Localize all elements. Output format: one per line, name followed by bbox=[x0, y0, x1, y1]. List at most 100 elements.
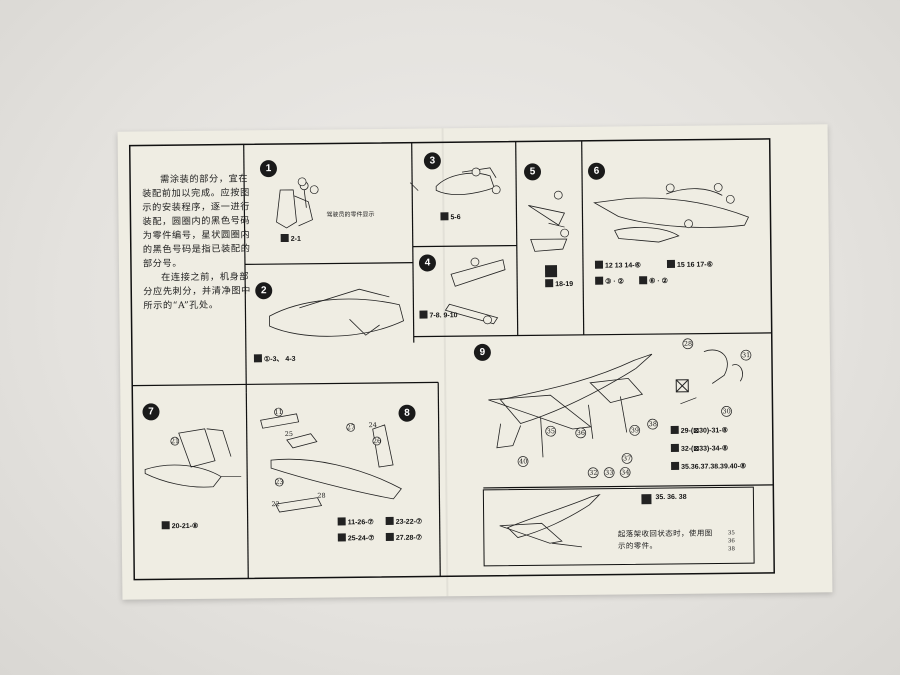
aircraft-drawing bbox=[488, 349, 743, 458]
step-9-code-3: 35.36.37.38.39.40-⑧ bbox=[671, 461, 746, 471]
step-3-code-text: 5-6 bbox=[450, 214, 461, 222]
assembly-icon bbox=[253, 354, 262, 363]
assembly-icon bbox=[595, 276, 604, 285]
outer-border bbox=[128, 138, 775, 581]
step-8-code-1-text: 11-26-⑦ bbox=[347, 519, 374, 527]
grid-lines bbox=[132, 140, 774, 579]
part-label-39: 39 bbox=[630, 426, 640, 435]
gear-panel-icon bbox=[641, 494, 652, 505]
step-8-code-4: 27.28-⑦ bbox=[385, 532, 423, 542]
step-7-code: 20-21-⑧ bbox=[161, 521, 199, 531]
nose-drawing bbox=[528, 205, 568, 252]
nose-half-drawing bbox=[144, 428, 232, 488]
part-label-31: 31 bbox=[741, 351, 751, 360]
crossed-box bbox=[675, 379, 689, 393]
part-label-21: 21 bbox=[170, 437, 180, 446]
part-label-33: 33 bbox=[605, 468, 614, 477]
intake-drawing bbox=[435, 167, 497, 196]
step-number-2: 2 bbox=[255, 282, 273, 300]
step-9-code-3-text: 35.36.37.38.39.40-⑧ bbox=[681, 463, 747, 471]
rear-fuselage-drawing bbox=[260, 413, 402, 513]
assembly-icon bbox=[337, 533, 346, 542]
step-number-6: 6 bbox=[587, 162, 606, 180]
step-8-code-3: 25-24-⑦ bbox=[337, 533, 375, 543]
assembly-arrows bbox=[221, 182, 697, 478]
fuselage-assembly-drawing bbox=[593, 188, 750, 243]
part-label-37: 37 bbox=[622, 454, 632, 463]
arrow-up-box bbox=[544, 265, 558, 278]
part-label-24: 24 bbox=[368, 421, 377, 430]
step-2-code: ①-3、 4-3 bbox=[253, 354, 296, 364]
step-9-code-2-text: 32-(⊠33)-34-⑧ bbox=[680, 445, 729, 453]
step-number-1: 1 bbox=[259, 160, 278, 178]
step-8-code-2-text: 23-22-⑦ bbox=[395, 518, 423, 526]
part-label-38: 38 bbox=[648, 420, 657, 429]
step-9-code-1: 29-(⊠30)-31-⑧ bbox=[670, 425, 728, 435]
step-1-code: 2-1 bbox=[280, 233, 301, 243]
step-8-code-2: 23-22-⑦ bbox=[385, 516, 423, 526]
part-label-25: 25 bbox=[284, 429, 294, 438]
instruction-sheet: 需涂装的部分，宜在装配前加以完成。应按图示的安装程序，逐一进行装配，圆圈内的黑色… bbox=[117, 124, 833, 600]
seat-drawing bbox=[276, 181, 313, 229]
part-label-30: 30 bbox=[722, 407, 731, 416]
gear-panel-aircraft-drawing bbox=[499, 493, 601, 548]
step-8-code-3-text: 25-24-⑦ bbox=[347, 535, 375, 543]
gear-panel-box bbox=[482, 486, 755, 567]
step-6-code-2-text: 15 16 17-⑥ bbox=[676, 261, 713, 269]
part-label-23: 23 bbox=[275, 478, 284, 487]
step-1-note: 驾驶员的零件显示 bbox=[326, 211, 375, 219]
assembly-icon bbox=[594, 260, 604, 269]
part-label-22: 22 bbox=[271, 500, 280, 509]
part-label-28: 28 bbox=[683, 339, 693, 348]
part-label-32: 32 bbox=[589, 468, 598, 477]
step-6-code-3: ③ · ② bbox=[595, 276, 624, 286]
part-label-40: 40 bbox=[519, 457, 528, 466]
assembly-icon bbox=[639, 276, 648, 285]
assembly-icon bbox=[337, 517, 346, 526]
gear-panel-note: 起落架收回状态时，使用图示的零件。 bbox=[617, 528, 713, 551]
part-label-11: 11 bbox=[274, 408, 283, 417]
assembly-icon bbox=[666, 259, 676, 268]
part-label-35: 35 bbox=[546, 427, 556, 436]
sheet-artwork bbox=[128, 138, 775, 581]
assembly-icon bbox=[385, 532, 394, 541]
step-7-code-text: 20-21-⑧ bbox=[171, 522, 199, 531]
step-6-code-2: 15 16 17-⑥ bbox=[666, 259, 713, 269]
assembly-icon bbox=[385, 516, 394, 525]
assembly-icon bbox=[280, 233, 289, 243]
part-label-26: 26 bbox=[372, 436, 382, 446]
step-6-code-4: ⑥ · ② bbox=[639, 276, 668, 285]
step-6-code-3-text: ③ · ② bbox=[605, 278, 624, 286]
part-label-27: 27 bbox=[346, 423, 355, 432]
step-5-code-text: 18-19 bbox=[555, 280, 574, 289]
step-number-9: 9 bbox=[473, 343, 491, 362]
step-9-code-1-text: 29-(⊠30)-31-⑧ bbox=[680, 427, 728, 435]
step-4-code-text: 7-8. 9-10 bbox=[429, 312, 458, 320]
step-number-5: 5 bbox=[523, 163, 542, 181]
step-6-code-1: 12 13 14-⑥ bbox=[594, 260, 641, 270]
step-number-8: 8 bbox=[398, 404, 416, 422]
fuselage-half-drawing bbox=[269, 288, 405, 337]
gear-panel-code: 35. 36. 38 bbox=[655, 494, 686, 501]
assembly-icon bbox=[545, 279, 554, 288]
assembly-icon bbox=[671, 461, 680, 470]
step-8-code-4-text: 27.28-⑦ bbox=[395, 534, 423, 542]
step-number-7: 7 bbox=[142, 403, 160, 421]
assembly-icon bbox=[161, 521, 170, 530]
intro-text: 需涂装的部分，宜在装配前加以完成。应按图示的安装程序，逐一进行装配，圆圈内的黑色… bbox=[142, 172, 257, 313]
part-label-34: 34 bbox=[621, 468, 630, 477]
step-number-4: 4 bbox=[418, 254, 437, 272]
step-4-code: 7-8. 9-10 bbox=[419, 310, 458, 320]
gear-panel-side-numbers: 35 36 38 bbox=[727, 530, 736, 553]
assembly-icon bbox=[440, 212, 449, 221]
part-label-28-step8: 28 bbox=[317, 491, 326, 500]
gear-panel-code-text: 35. 36. 38 bbox=[655, 493, 687, 502]
step-2-code-text: ①-3、 4-3 bbox=[263, 355, 296, 364]
intro-paragraph-2: 在连接之前，机身部分应先刺分，并清净图中所示的“A”孔处。 bbox=[143, 271, 251, 312]
step-1-code-text: 2-1 bbox=[290, 235, 301, 243]
step-6-code-1-text: 12 13 14-⑥ bbox=[604, 262, 641, 270]
intro-paragraph-1: 需涂装的部分，宜在装配前加以完成。应按图示的安装程序，逐一进行装配，圆圈内的黑色… bbox=[142, 173, 251, 270]
step-5-code: 18-19 bbox=[545, 279, 573, 288]
step-8-code-1: 11-26-⑦ bbox=[337, 517, 374, 527]
